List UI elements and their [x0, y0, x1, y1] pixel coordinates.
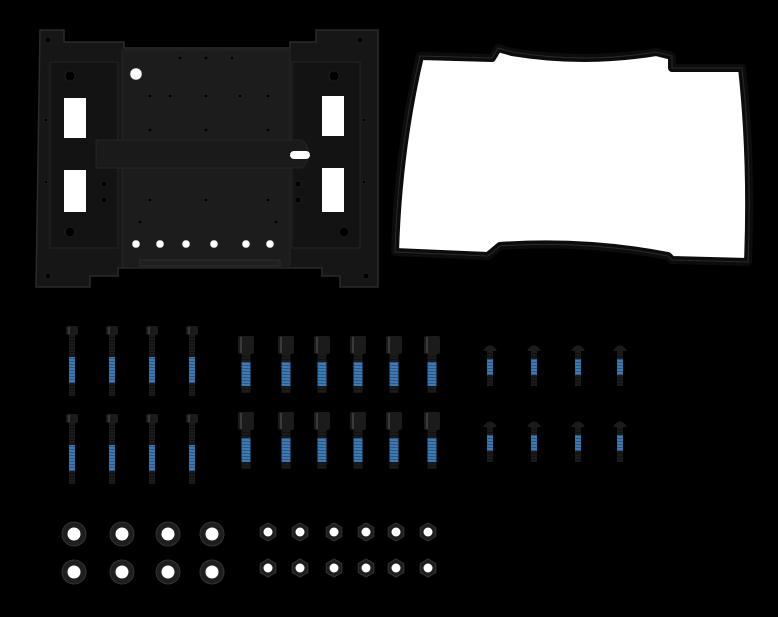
hex-nut — [387, 558, 405, 578]
socket-screw — [278, 336, 294, 394]
socket-screw — [386, 412, 402, 470]
button-screw — [483, 421, 497, 462]
washer — [109, 521, 135, 547]
plate-holes — [43, 36, 370, 280]
washer — [61, 521, 87, 547]
hex-nut — [419, 558, 437, 578]
long-screw — [106, 414, 118, 484]
plate-small-slot — [290, 151, 310, 159]
hex-nut — [291, 522, 309, 542]
button-screw — [527, 421, 541, 462]
washer — [199, 559, 225, 585]
plate-slot-left-bottom — [64, 170, 86, 212]
washer — [61, 559, 87, 585]
socket-screw — [314, 336, 330, 394]
hex-nut — [357, 522, 375, 542]
button-screws-group — [483, 345, 627, 462]
long-screw — [186, 414, 198, 484]
socket-screw — [386, 336, 402, 394]
long-screws-group — [66, 326, 198, 484]
plate-slot-right-bottom — [322, 168, 344, 212]
washer — [109, 559, 135, 585]
plate-vent-strip — [139, 259, 281, 267]
hex-nut — [259, 558, 277, 578]
plate-slot-right-top — [322, 96, 344, 136]
socket-screw — [424, 336, 440, 394]
plate-slot-left-top — [64, 98, 86, 138]
nuts-group — [259, 522, 437, 578]
long-screw — [186, 326, 198, 396]
long-screw — [66, 326, 78, 396]
hex-nut — [259, 522, 277, 542]
hex-nut — [325, 522, 343, 542]
hex-nut — [291, 558, 309, 578]
long-screw — [66, 414, 78, 484]
plate-tab-cutout — [95, 139, 310, 169]
hex-nut — [357, 558, 375, 578]
washer — [155, 559, 181, 585]
socket-screw — [238, 412, 254, 470]
button-screw — [571, 421, 585, 462]
button-screw — [613, 345, 627, 386]
socket-screw — [350, 412, 366, 470]
gasket-pad — [391, 44, 754, 266]
socket-screw — [278, 412, 294, 470]
socket-screw — [350, 336, 366, 394]
socket-screw — [424, 412, 440, 470]
socket-screw — [238, 336, 254, 394]
socket-screws-group — [238, 336, 440, 470]
washer — [199, 521, 225, 547]
button-screw — [527, 345, 541, 386]
hex-nut — [419, 522, 437, 542]
button-screw — [613, 421, 627, 462]
washers-group — [61, 521, 225, 585]
hex-nut — [387, 522, 405, 542]
button-screw — [571, 345, 585, 386]
socket-screw — [314, 412, 330, 470]
long-screw — [106, 326, 118, 396]
long-screw — [146, 326, 158, 396]
gasket-outline — [391, 44, 754, 266]
hex-nut — [325, 558, 343, 578]
mounting-plate — [35, 29, 379, 288]
gasket-border-highlight — [394, 47, 750, 263]
long-screw — [146, 414, 158, 484]
washer — [155, 521, 181, 547]
button-screw — [483, 345, 497, 386]
